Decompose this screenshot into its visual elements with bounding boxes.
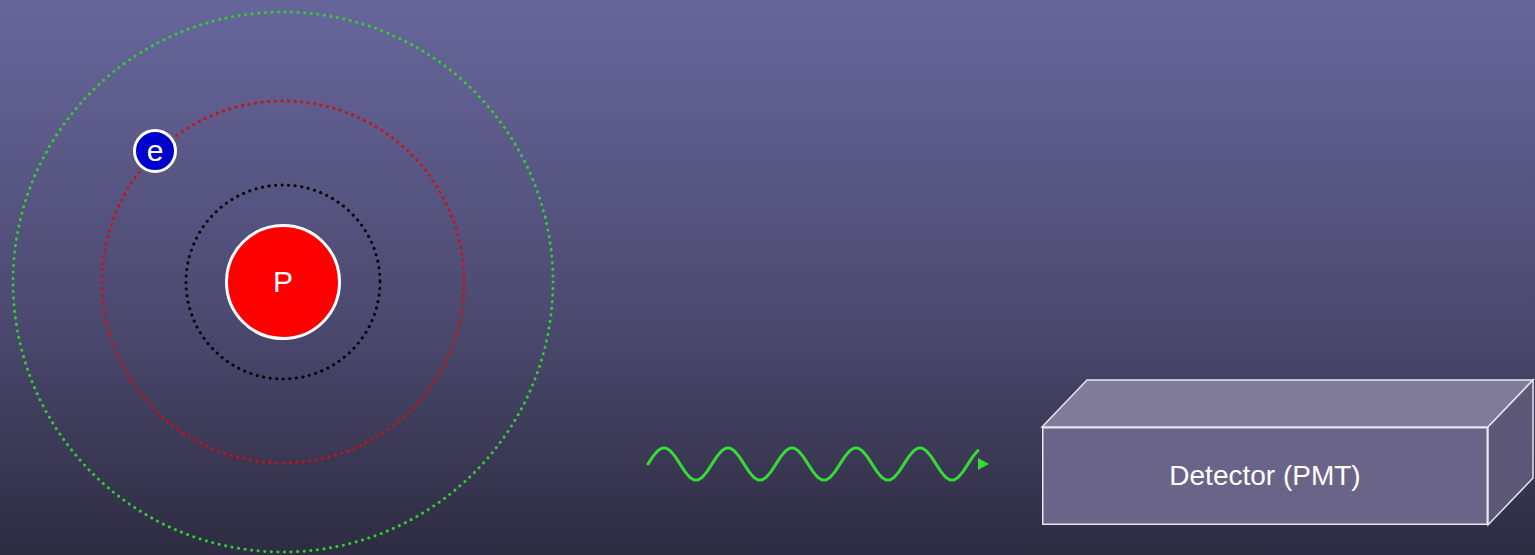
detector-top (1042, 380, 1533, 427)
photon-wave (648, 448, 978, 480)
detector-side (1488, 380, 1533, 525)
proton-circle: P (225, 224, 341, 340)
photon-arrowhead (978, 458, 989, 470)
inner-orbit (186, 185, 380, 379)
outer-orbit (13, 12, 553, 552)
detector-box: Detector (PMT) (1042, 427, 1488, 525)
middle-orbit (102, 101, 464, 463)
electron-circle: e (133, 129, 177, 173)
electron-label: e (147, 136, 164, 166)
detector-label: Detector (PMT) (1169, 462, 1360, 490)
proton-label: P (273, 267, 293, 297)
